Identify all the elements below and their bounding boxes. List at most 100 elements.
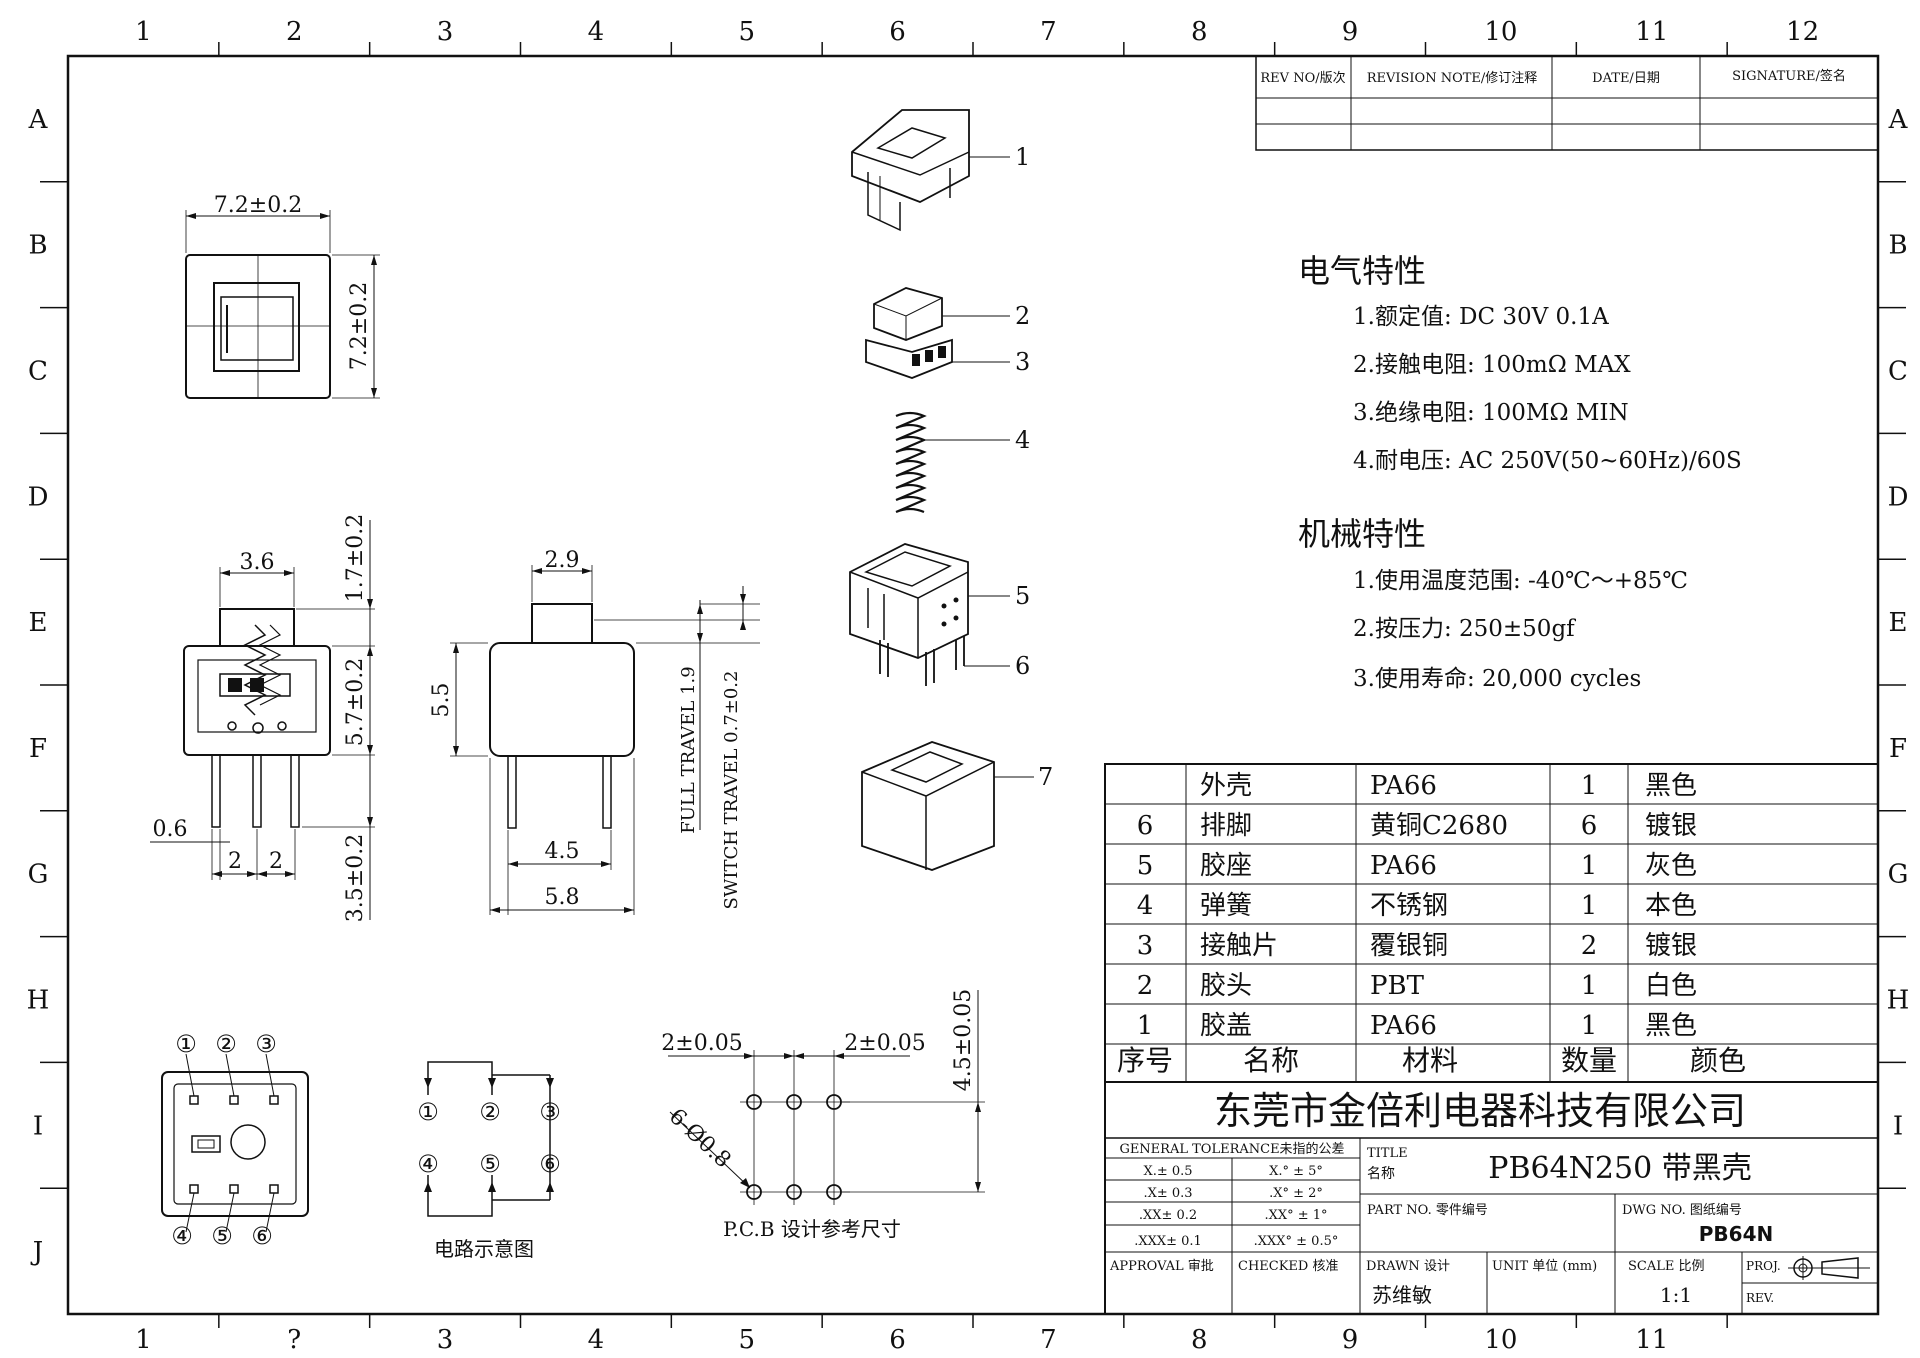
part-label-2: 2 <box>1015 302 1030 330</box>
col-label-bottom: 6 <box>889 1325 906 1355</box>
circuit-pin-3: ③ <box>539 1098 561 1126</box>
row-label-left: E <box>29 608 48 638</box>
col-label-bottom: 3 <box>437 1325 454 1355</box>
bom-cell: 胶头 <box>1200 971 1252 1001</box>
title-label: TITLE <box>1367 1146 1408 1161</box>
row-label-left: J <box>30 1237 43 1267</box>
tol-right-4: .XXX° ± 0.5° <box>1254 1234 1339 1249</box>
bom-cell: PA66 <box>1370 771 1437 801</box>
part-housing: 5 6 <box>849 543 1030 686</box>
dim-full-travel: FULL TRAVEL 1.9 <box>678 666 699 833</box>
company-name: 东莞市金倍利电器科技有限公司 <box>1214 1089 1746 1133</box>
bom-cell: 胶座 <box>1200 851 1252 881</box>
bom-cell: 2 <box>1137 971 1154 1001</box>
electrical-item-1: 1.额定值: DC 30V 0.1A <box>1353 304 1609 330</box>
pin-label-6: ⑥ <box>251 1222 273 1250</box>
bom-cell: PBT <box>1370 971 1425 1001</box>
part-no-label: PART NO. 零件编号 <box>1367 1203 1488 1218</box>
bom-cell: 1 <box>1581 891 1598 921</box>
dim-side-height: 5.5 <box>429 683 454 718</box>
bom-cell: 3 <box>1137 931 1154 961</box>
scale-value: 1:1 <box>1660 1283 1692 1307</box>
col-label-top: 11 <box>1635 17 1668 47</box>
bom-cell: 白色 <box>1645 971 1697 1001</box>
rev-header-no: REV NO/版次 <box>1260 70 1345 86</box>
bom-cell: 黄铜C2680 <box>1370 811 1508 841</box>
row-label-left: C <box>28 357 48 387</box>
dim-front-top: 1.7±0.2 <box>343 514 368 602</box>
circuit-pin-2: ② <box>479 1098 501 1126</box>
pin-label-2: ② <box>215 1030 237 1058</box>
part-plunger: 2 3 <box>865 287 1030 379</box>
bom-cell: 覆银铜 <box>1370 931 1448 961</box>
electrical-title: 电气特性 <box>1298 252 1426 290</box>
row-label-right: F <box>1889 734 1907 764</box>
col-label-bottom: 9 <box>1342 1325 1359 1355</box>
circuit-caption: 电路示意图 <box>434 1237 534 1261</box>
dim-front-pins: 3.5±0.2 <box>343 834 368 922</box>
checked-label: CHECKED 核准 <box>1238 1259 1338 1274</box>
bom-header-no: 序号 <box>1117 1044 1173 1077</box>
part-label-5: 5 <box>1015 582 1030 610</box>
rev-header-note: REVISION NOTE/修订注释 <box>1367 71 1538 86</box>
dim-front-width: 3.6 <box>240 550 275 575</box>
bottom-pin-view: ① ② ③ ④ ⑤ ⑥ <box>161 1030 309 1250</box>
col-label-bottom: 7 <box>1040 1325 1057 1355</box>
pin-label-4: ④ <box>171 1222 193 1250</box>
bom-cell: 6 <box>1581 811 1598 841</box>
bom-cell: 1 <box>1581 851 1598 881</box>
pin-label-5: ⑤ <box>211 1222 233 1250</box>
pcb-caption: P.C.B 设计参考尺寸 <box>723 1217 901 1241</box>
bom-cell: 4 <box>1137 891 1154 921</box>
bom-cell: 黑色 <box>1645 1011 1697 1041</box>
tol-left-2: .X± 0.3 <box>1143 1186 1192 1201</box>
row-label-left: G <box>28 860 49 890</box>
col-label-bottom: ? <box>287 1325 301 1355</box>
tol-left-4: .XXX± 0.1 <box>1134 1234 1202 1249</box>
dim-pin-pitch-a: 2 <box>228 849 242 874</box>
title-value: PB64N250 带黑壳 <box>1488 1151 1751 1186</box>
bom-header-name: 名称 <box>1243 1044 1299 1077</box>
circuit-pin-1: ① <box>417 1098 439 1126</box>
electrical-item-3: 3.绝缘电阻: 100MΩ MIN <box>1353 400 1629 426</box>
dwg-no-label: DWG NO. 图纸编号 <box>1622 1203 1742 1218</box>
bom-header-color: 颜色 <box>1690 1044 1746 1077</box>
pin-label-3: ③ <box>255 1030 277 1058</box>
row-label-right: G <box>1888 860 1909 890</box>
col-label-top: 9 <box>1342 17 1359 47</box>
bom-cell: 1 <box>1581 971 1598 1001</box>
unit-label: UNIT 单位 (mm) <box>1492 1259 1597 1274</box>
drawn-value: 苏维敏 <box>1372 1283 1432 1307</box>
col-label-top: 8 <box>1191 17 1208 47</box>
bom-cell: 6 <box>1137 811 1154 841</box>
row-label-left: D <box>28 482 49 512</box>
dim-side-cap: 2.9 <box>545 548 580 573</box>
bom-cell: PA66 <box>1370 1011 1437 1041</box>
row-label-left: A <box>28 105 49 135</box>
row-label-left: B <box>28 231 47 261</box>
mechanical-item-1: 1.使用温度范围: -40℃～+85℃ <box>1353 568 1688 594</box>
part-label-1: 1 <box>1015 143 1030 171</box>
approval-label: APPROVAL 审批 <box>1109 1259 1214 1274</box>
dim-pin-width: 0.6 <box>153 817 188 842</box>
circuit-pin-4: ④ <box>417 1150 439 1178</box>
tol-left-3: .XX± 0.2 <box>1139 1208 1197 1223</box>
col-label-bottom: 5 <box>738 1325 755 1355</box>
mechanical-item-3: 3.使用寿命: 20,000 cycles <box>1353 666 1641 692</box>
row-label-right: H <box>1887 986 1910 1016</box>
pin-label-1: ① <box>175 1030 197 1058</box>
row-label-right: I <box>1893 1111 1903 1141</box>
revision-table: REV NO/版次 REVISION NOTE/修订注释 DATE/日期 SIG… <box>1255 55 1879 151</box>
exploded-parts: 1 2 3 4 <box>849 109 1053 871</box>
electrical-item-2: 2.接触电阻: 100mΩ MAX <box>1353 352 1631 378</box>
dim-pcb-pitch-a: 2±0.05 <box>661 1031 742 1056</box>
part-label-3: 3 <box>1015 348 1030 376</box>
bom-cell: 本色 <box>1645 891 1697 921</box>
circuit-pin-6: ⑥ <box>539 1150 561 1178</box>
part-label-6: 6 <box>1015 652 1030 680</box>
part-cover-frame: 1 <box>851 109 1030 232</box>
tol-right-1: X.° ± 5° <box>1269 1164 1323 1179</box>
border-ticks <box>40 42 1906 1328</box>
